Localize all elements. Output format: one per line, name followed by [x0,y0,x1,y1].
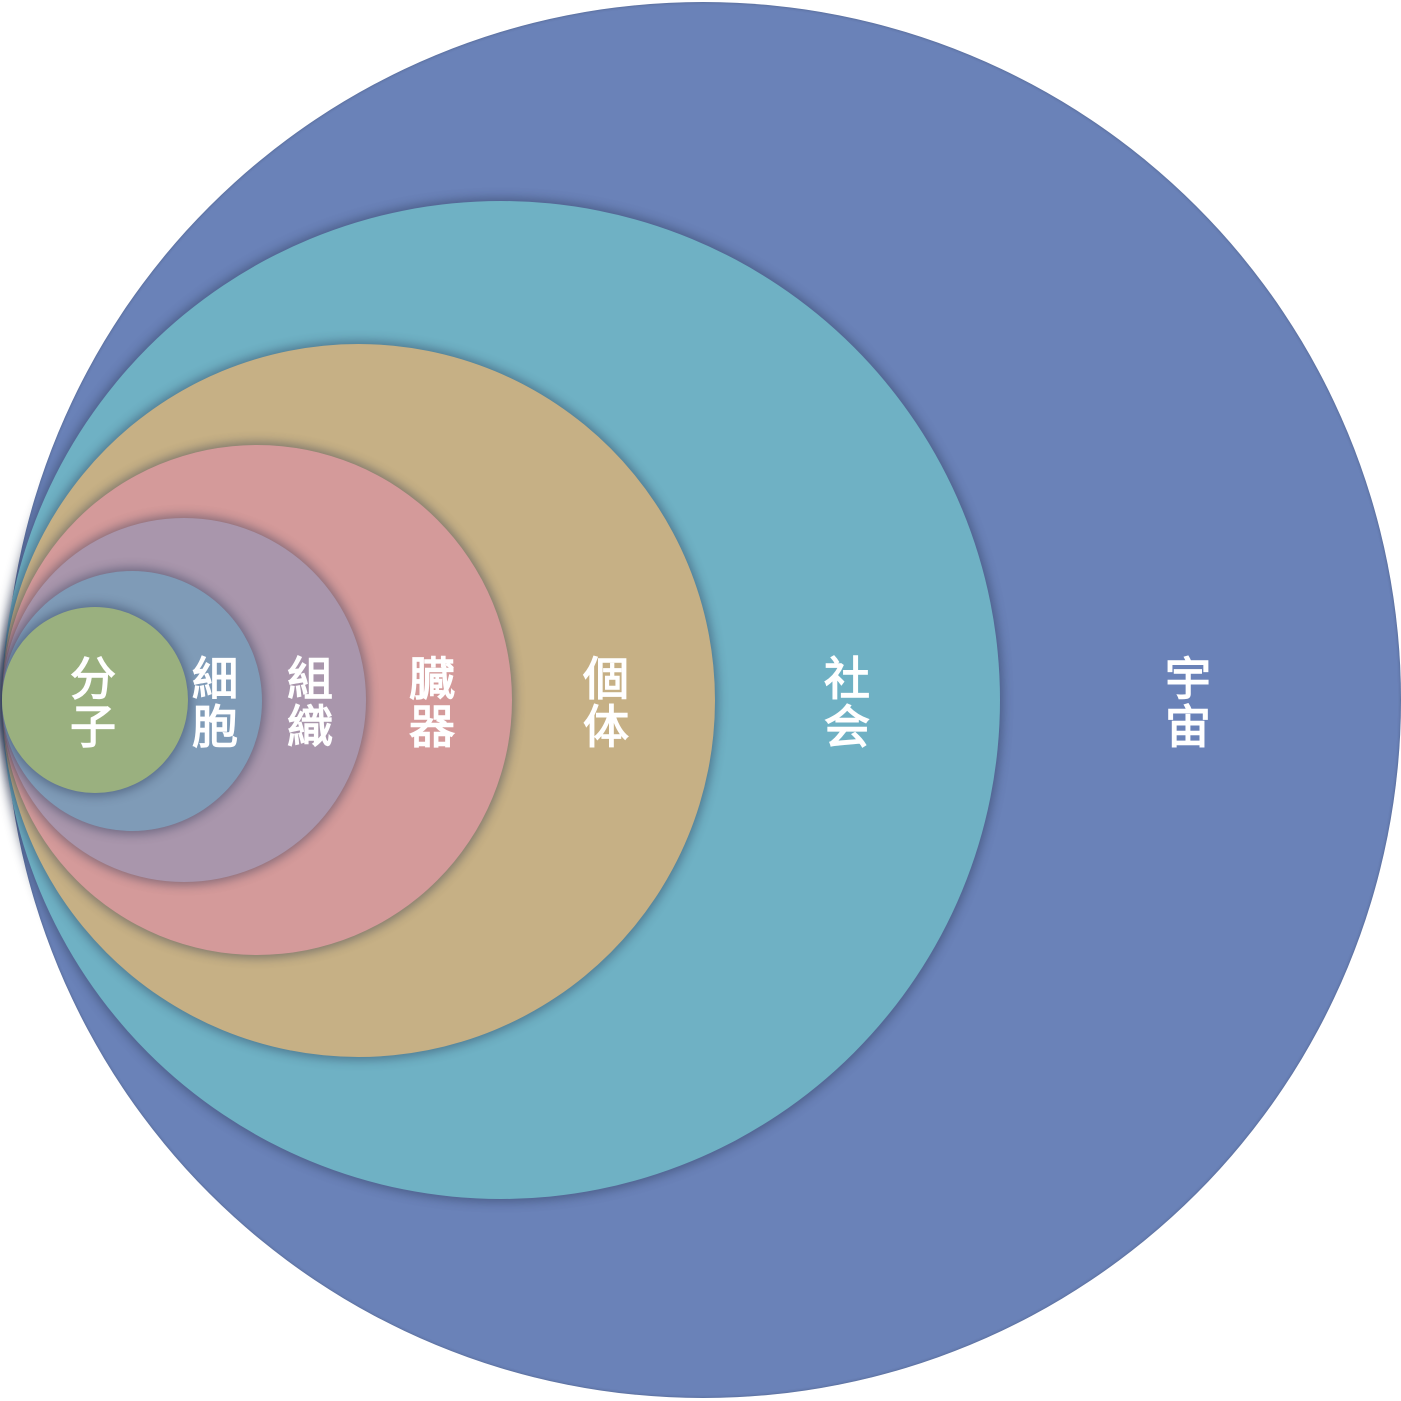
label-society: 社会 [824,652,870,754]
label-universe: 宇宙 [1165,652,1211,754]
label-tissue: 組織 [287,652,333,754]
label-organ: 臓器 [409,652,455,754]
label-molecule: 分子 [70,652,116,754]
label-cell: 細胞 [192,652,238,754]
circle-molecule [2,607,188,793]
label-individual: 個体 [583,652,629,754]
